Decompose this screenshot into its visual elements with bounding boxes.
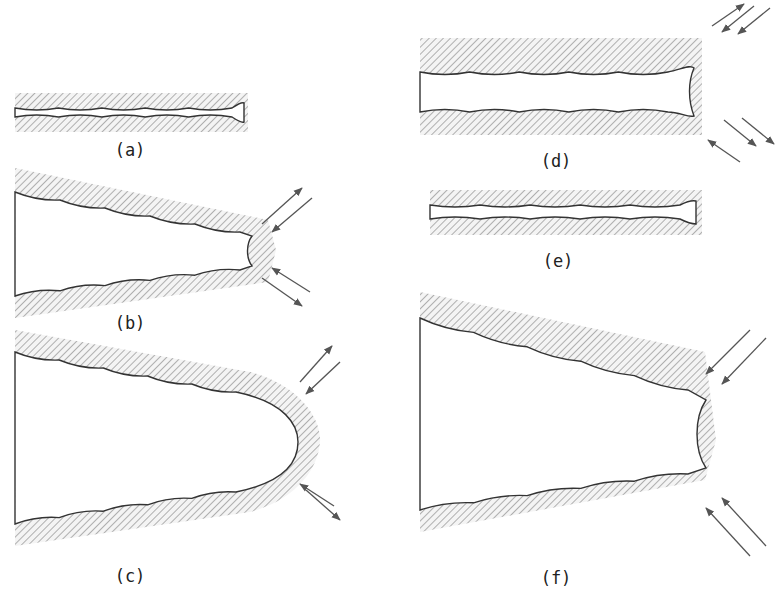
load-arrow xyxy=(306,490,340,520)
crack-faces xyxy=(420,318,706,510)
load-arrow xyxy=(742,118,774,144)
material-strip xyxy=(15,93,248,132)
crack-faces xyxy=(420,67,694,117)
load-arrow xyxy=(708,140,740,162)
panel-label: (a) xyxy=(115,140,146,160)
load-arrow xyxy=(262,278,302,306)
material-wedge xyxy=(15,330,320,546)
load-arrow xyxy=(272,268,310,292)
load-arrow xyxy=(738,8,770,34)
load-arrow xyxy=(722,498,766,546)
crack-faces xyxy=(430,201,696,224)
load-arrow xyxy=(300,484,334,506)
load-arrow xyxy=(272,198,312,232)
material-wedge xyxy=(15,168,276,318)
panel-label: (d) xyxy=(541,151,572,171)
panel-label: (c) xyxy=(115,566,146,586)
panel-label: (e) xyxy=(543,251,574,271)
load-arrow xyxy=(706,508,750,556)
load-arrow xyxy=(300,346,332,382)
material-wedge xyxy=(420,292,716,532)
panel-label: (f) xyxy=(541,568,572,588)
crack-faces xyxy=(15,103,244,123)
crack-faces xyxy=(15,352,298,524)
load-arrow xyxy=(724,120,756,146)
load-arrow xyxy=(722,6,754,32)
panel-label: (b) xyxy=(115,313,146,333)
load-arrow xyxy=(262,188,302,224)
crack-faces xyxy=(15,192,252,296)
load-arrow xyxy=(306,362,340,394)
load-arrow xyxy=(712,4,744,26)
load-arrow xyxy=(706,330,750,374)
material-strip xyxy=(420,38,702,135)
load-arrow xyxy=(722,338,766,384)
material-strip xyxy=(430,190,702,235)
